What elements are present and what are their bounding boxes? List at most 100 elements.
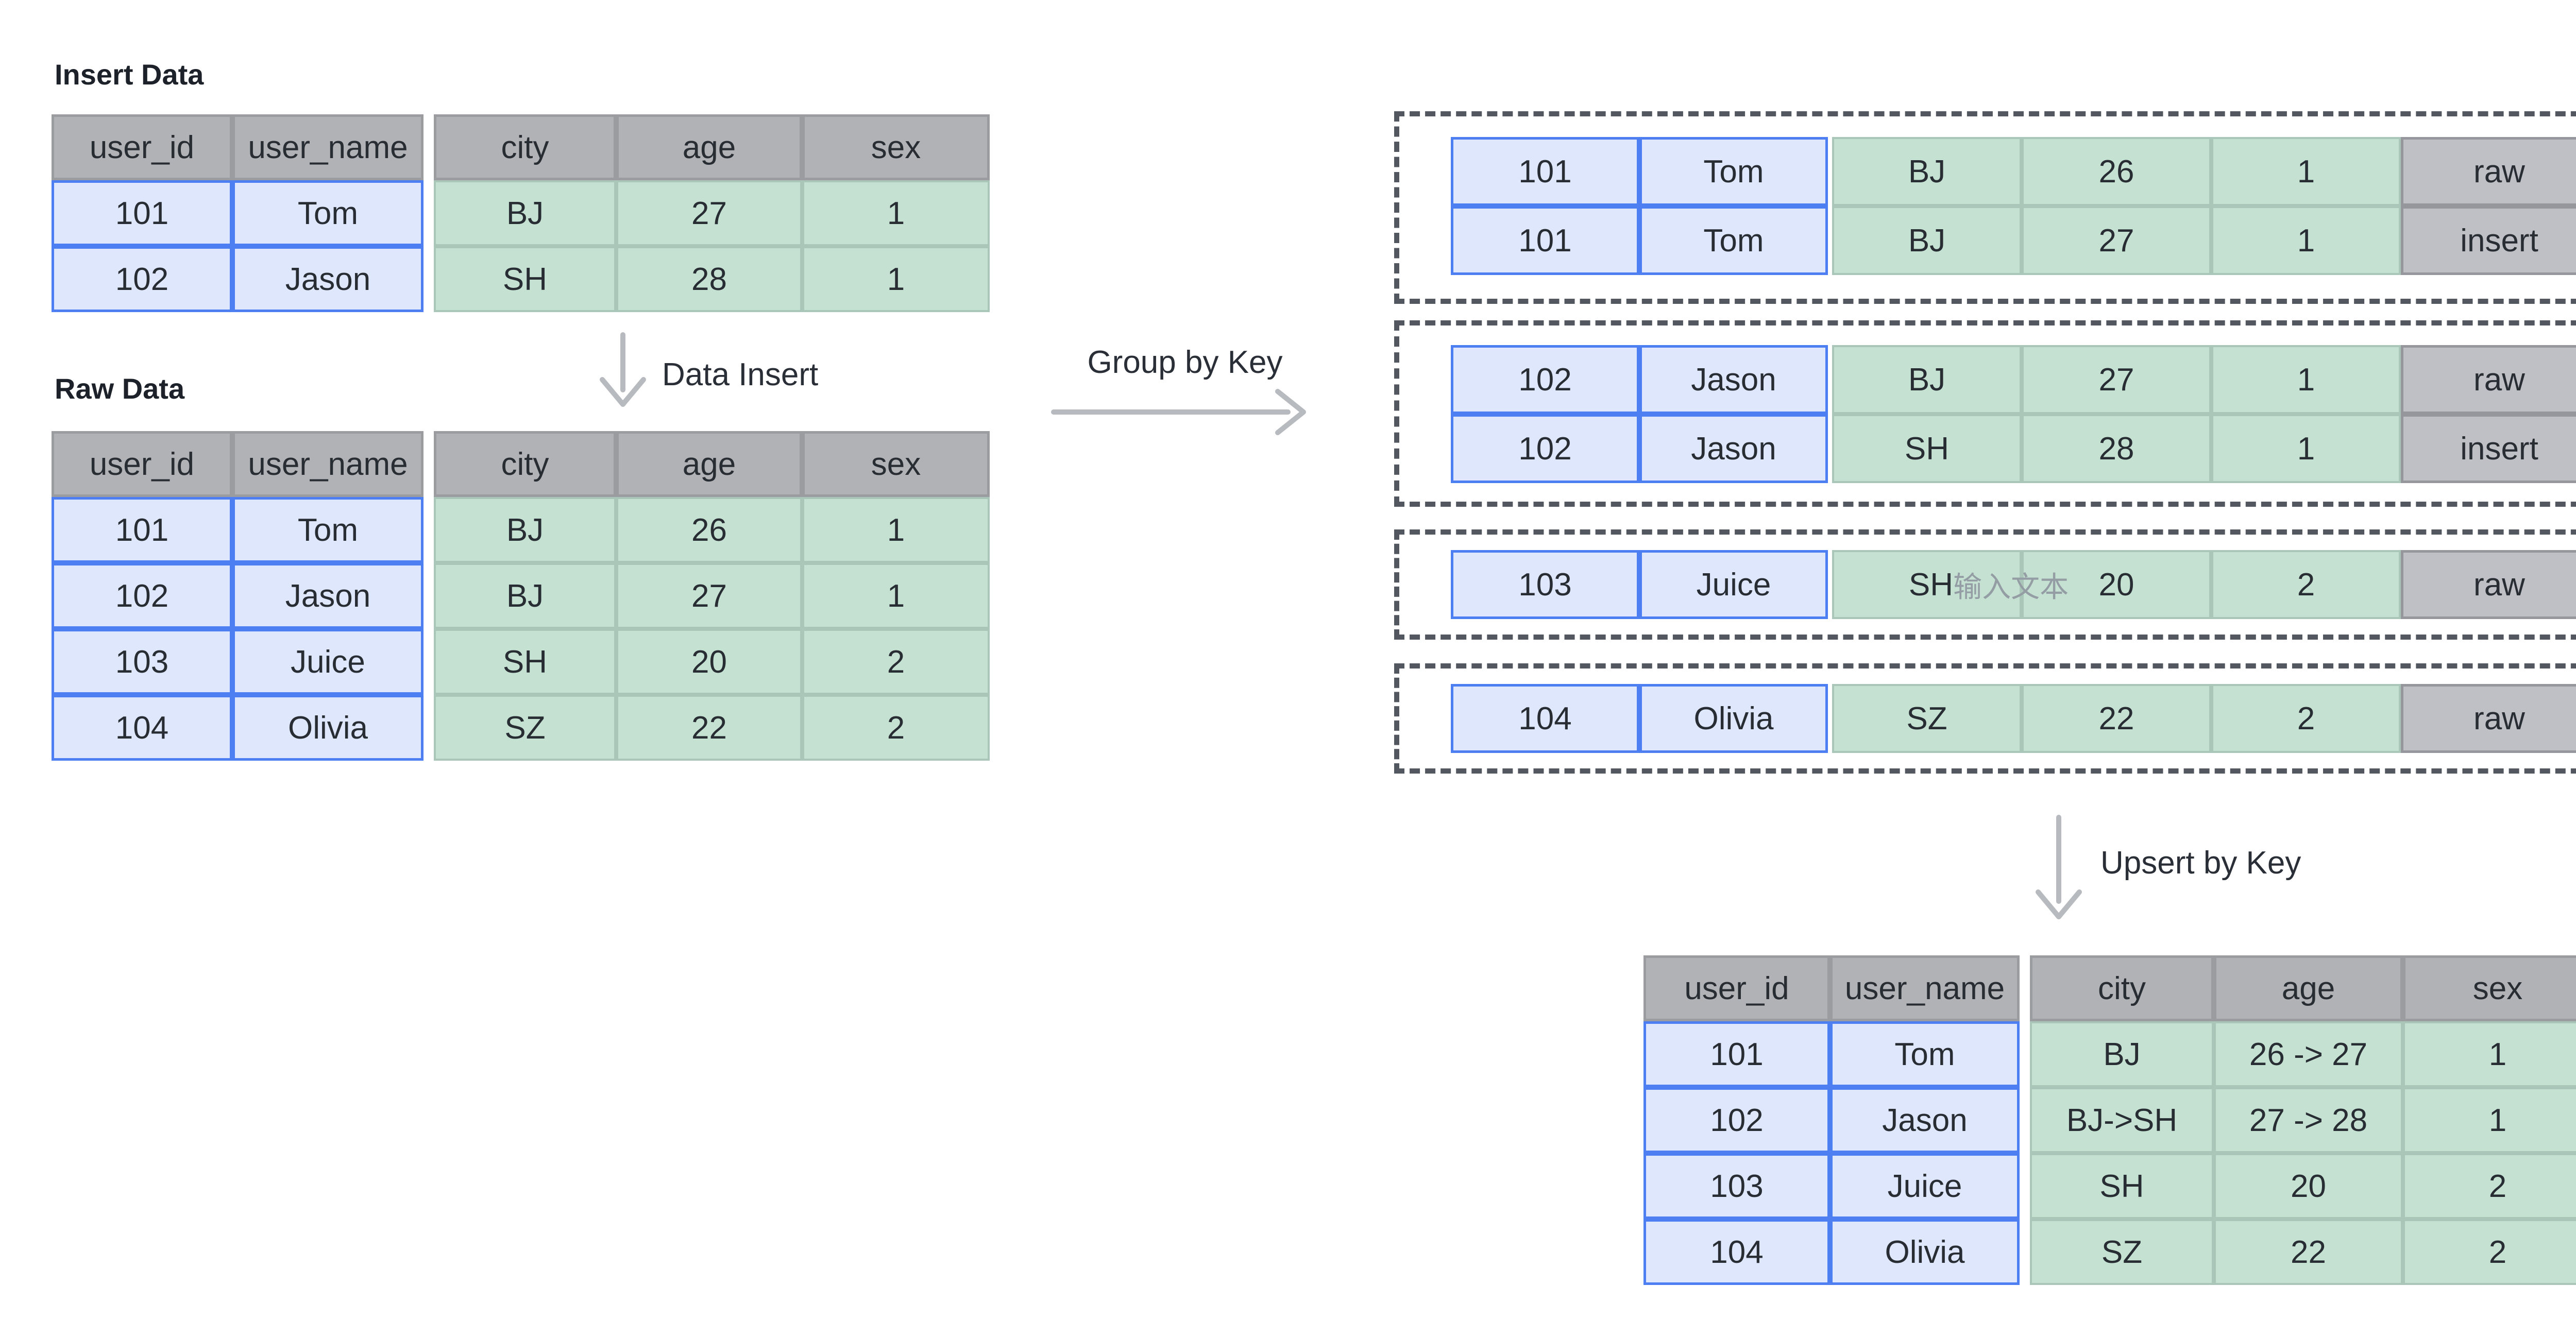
cell-user_name: Jason: [1830, 1087, 2020, 1153]
header-user_name: user_name: [232, 114, 423, 180]
cell-sex: 2: [2211, 550, 2401, 619]
cell-user_id: 103: [1643, 1153, 1830, 1219]
header-city: city: [2030, 955, 2214, 1021]
tag-cell: raw: [2401, 345, 2576, 414]
upsert-by-key-label: Upsert by Key: [2100, 845, 2301, 881]
cell-sex: 1: [802, 563, 990, 629]
column-gap: [2020, 1219, 2030, 1285]
cell-sex: 2: [2403, 1153, 2576, 1219]
cell-city: SZ: [2030, 1219, 2214, 1285]
cell-sex: 1: [2211, 414, 2401, 483]
cell-sex: 1: [802, 497, 990, 563]
cell-sex: 2: [2403, 1219, 2576, 1285]
data-insert-label: Data Insert: [662, 357, 819, 392]
cell-age: 20: [2022, 550, 2211, 619]
cell-age: 20: [2214, 1153, 2403, 1219]
cell-user_id: 102: [1451, 414, 1639, 483]
column-gap: [423, 431, 434, 497]
cell-sex: 2: [2211, 684, 2401, 753]
cell-sex: 1: [2211, 206, 2401, 275]
cell-user_id: 101: [1451, 137, 1639, 206]
cell-user_id: 104: [1643, 1219, 1830, 1285]
column-gap: [1828, 414, 1832, 483]
column-gap: [1828, 345, 1832, 414]
cell-user_name: Tom: [1830, 1021, 2020, 1087]
cell-user_id: 104: [52, 695, 232, 761]
cell-age: 22: [2214, 1219, 2403, 1285]
cell-sex: 1: [2403, 1021, 2576, 1087]
cell-age: 22: [2022, 684, 2211, 753]
cell-sex: 2: [802, 629, 990, 695]
column-gap: [2020, 1087, 2030, 1153]
column-gap: [2020, 1021, 2030, 1087]
column-gap: [423, 695, 434, 761]
tag-cell: insert: [2401, 206, 2576, 275]
column-gap: [1828, 684, 1832, 753]
cell-age: 28: [616, 246, 802, 312]
cell-age: 27: [2022, 206, 2211, 275]
data-insert-arrow-icon: [600, 332, 646, 407]
cell-user_id: 102: [1643, 1087, 1830, 1153]
tag-cell: insert: [2401, 414, 2576, 483]
cell-user_id: 102: [52, 246, 232, 312]
tag-cell: raw: [2401, 137, 2576, 206]
column-gap: [423, 563, 434, 629]
header-user_id: user_id: [52, 431, 232, 497]
header-user_name: user_name: [232, 431, 423, 497]
cell-city: BJ: [1832, 345, 2022, 414]
column-gap: [2020, 955, 2030, 1021]
cell-user_name: Tom: [1639, 137, 1828, 206]
cell-user_id: 103: [1451, 550, 1639, 619]
cell-user_name: Jason: [1639, 414, 1828, 483]
cell-user_id: 102: [52, 563, 232, 629]
cell-age: 20: [616, 629, 802, 695]
cell-user_name: Juice: [1639, 550, 1828, 619]
header-user_name: user_name: [1830, 955, 2020, 1021]
header-city: city: [434, 114, 616, 180]
cell-user_name: Olivia: [232, 695, 423, 761]
cell-user_name: Jason: [232, 563, 423, 629]
header-city: city: [434, 431, 616, 497]
cell-age: 27: [616, 180, 802, 246]
tag-cell: raw: [2401, 684, 2576, 753]
cell-user_id: 101: [52, 497, 232, 563]
cell-city: SH: [434, 246, 616, 312]
cell-sex: 1: [802, 180, 990, 246]
cell-city: BJ: [1832, 206, 2022, 275]
column-gap: [2020, 1153, 2030, 1219]
group-by-key-arrow-icon: [1051, 389, 1306, 435]
cell-city: BJ: [434, 180, 616, 246]
cell-sex: 1: [2211, 137, 2401, 206]
cell-sex: 2: [802, 695, 990, 761]
header-sex: sex: [802, 431, 990, 497]
cell-sex: 1: [2403, 1087, 2576, 1153]
cell-city: BJ: [1832, 137, 2022, 206]
cell-user_id: 103: [52, 629, 232, 695]
column-gap: [423, 246, 434, 312]
upsert-by-key-arrow-icon: [2036, 815, 2082, 919]
cell-age: 26 -> 27: [2214, 1021, 2403, 1087]
header-sex: sex: [2403, 955, 2576, 1021]
cell-city-value: SH: [1908, 567, 1954, 603]
group-by-key-label: Group by Key: [1087, 345, 1283, 380]
placeholder-text: 输入文本: [1953, 570, 2069, 603]
column-gap: [423, 180, 434, 246]
cell-city: BJ: [2030, 1021, 2214, 1087]
cell-age: 27: [2022, 345, 2211, 414]
cell-user_name: Olivia: [1639, 684, 1828, 753]
cell-user_name: Olivia: [1830, 1219, 2020, 1285]
